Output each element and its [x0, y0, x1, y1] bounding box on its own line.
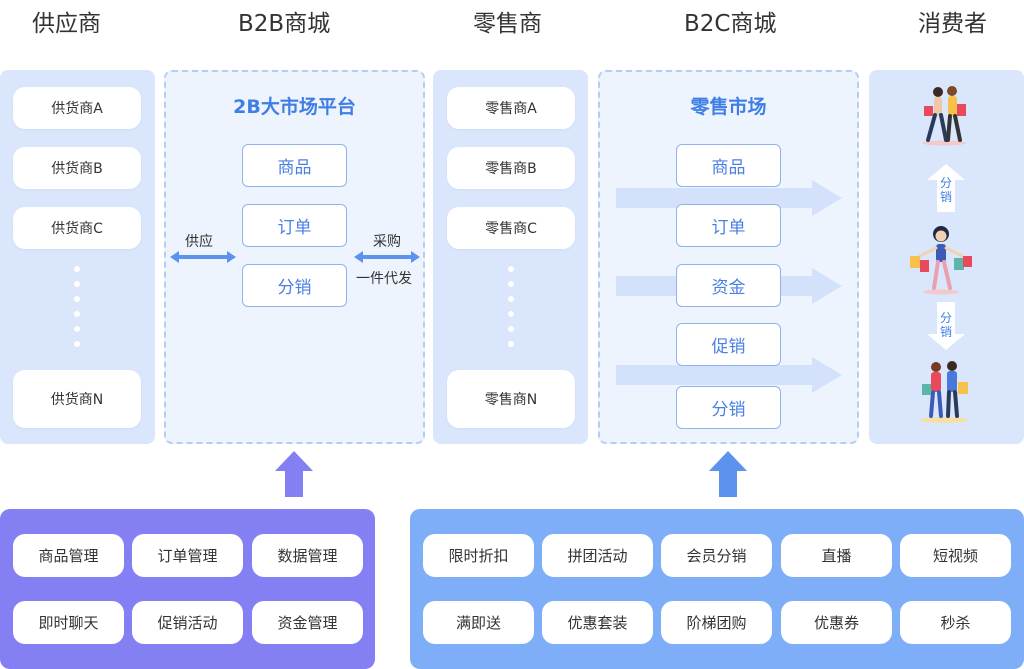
supply-label: 供应: [185, 234, 213, 250]
retail-item-distribution: 分销: [676, 386, 781, 429]
b2b-platform-title: 2B大市场平台: [233, 96, 356, 118]
supplier-item: 供货商A: [13, 87, 141, 129]
header-b2c: B2C商城: [684, 11, 777, 37]
ellipsis-dot: [74, 341, 80, 347]
up-arrow-icon: [927, 164, 965, 212]
b2b-feature-item: 数据管理: [252, 534, 363, 577]
ellipsis-dot: [508, 311, 514, 317]
b2c-feature-item: 优惠套装: [542, 601, 653, 644]
b2c-feature-item: 拼团活动: [542, 534, 653, 577]
flow-arrow-icon: [616, 357, 842, 393]
dropship-label: 一件代发: [356, 271, 412, 287]
distribute-label: 分 销: [939, 176, 952, 204]
header-supplier: 供应商: [32, 11, 101, 37]
ellipsis-dot: [508, 266, 514, 272]
b2c-feature-item: 短视频: [900, 534, 1011, 577]
shoppers-couple-icon: [920, 361, 968, 423]
b2b-feature-item: 促销活动: [132, 601, 243, 644]
retail-market-title: 零售市场: [690, 96, 767, 118]
b2b-item-orders: 订单: [242, 204, 347, 247]
distribute-label: 分 销: [939, 311, 952, 339]
ellipsis-dot: [74, 296, 80, 302]
b2c-feature-item: 直播: [781, 534, 892, 577]
b2c-feature-item: 满即送: [423, 601, 534, 644]
supplier-item: 供货商N: [13, 370, 141, 428]
retailer-item: 零售商C: [447, 207, 575, 249]
header-retailer: 零售商: [473, 11, 542, 37]
shopper-with-bags-icon: [910, 226, 972, 295]
retail-item-funds: 资金: [676, 264, 781, 307]
b2c-feature-item: 会员分销: [661, 534, 772, 577]
b2b-feature-panel: [0, 509, 375, 669]
b2b-item-distribution: 分销: [242, 264, 347, 307]
b2c-feature-item: 限时折扣: [423, 534, 534, 577]
b2b-feature-item: 订单管理: [132, 534, 243, 577]
shoppers-pair-icon: [922, 86, 966, 146]
supplier-item: 供货商C: [13, 207, 141, 249]
b2b-feature-item: 即时聊天: [13, 601, 124, 644]
b2b-feature-item: 资金管理: [252, 601, 363, 644]
supplier-item: 供货商B: [13, 147, 141, 189]
retailer-item: 零售商A: [447, 87, 575, 129]
up-arrow-icon: [275, 451, 313, 497]
ellipsis-dot: [74, 281, 80, 287]
retail-item-promotion: 促销: [676, 323, 781, 366]
header-consumer: 消费者: [918, 11, 987, 37]
b2c-feature-item: 优惠券: [781, 601, 892, 644]
b2b-feature-item: 商品管理: [13, 534, 124, 577]
ellipsis-dot: [508, 281, 514, 287]
b2c-feature-item: 阶梯团购: [661, 601, 772, 644]
retailer-item: 零售商B: [447, 147, 575, 189]
ellipsis-dot: [74, 326, 80, 332]
ellipsis-dot: [508, 341, 514, 347]
down-arrow-icon: [927, 302, 965, 350]
flow-arrow-icon: [616, 180, 842, 216]
ellipsis-dot: [508, 296, 514, 302]
retail-item-goods: 商品: [676, 144, 781, 187]
ellipsis-dot: [74, 266, 80, 272]
b2c-feature-panel: [410, 509, 1024, 669]
b2c-feature-item: 秒杀: [900, 601, 1011, 644]
up-arrow-icon: [709, 451, 747, 497]
ellipsis-dot: [508, 326, 514, 332]
double-arrow-icon: [354, 251, 420, 263]
retailer-item: 零售商N: [447, 370, 575, 428]
ellipsis-dot: [74, 311, 80, 317]
b2b-item-goods: 商品: [242, 144, 347, 187]
purchase-label: 采购: [373, 234, 401, 250]
retail-item-orders: 订单: [676, 204, 781, 247]
double-arrow-icon: [170, 251, 236, 263]
header-b2b: B2B商城: [238, 11, 331, 37]
